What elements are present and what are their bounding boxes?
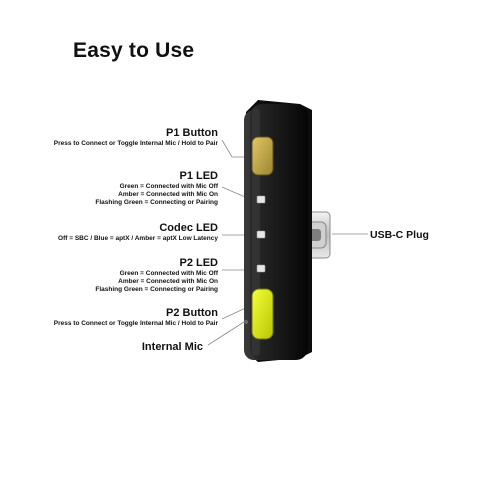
p1-led-line: Amber = Connected with Mic On — [118, 191, 218, 198]
p1-led-label: P1 LED Green = Connected with Mic Off Am… — [95, 170, 218, 207]
p2-led-label: P2 LED Green = Connected with Mic Off Am… — [95, 257, 218, 294]
p1-led — [256, 195, 266, 204]
p2-led — [256, 264, 266, 273]
p1-led-line: Flashing Green = Connecting or Pairing — [95, 199, 218, 206]
internal-mic-label: Internal Mic — [142, 341, 203, 354]
p1-button-heading: P1 Button — [166, 127, 218, 139]
codec-led-heading: Codec LED — [159, 222, 218, 234]
p1-button-desc: Press to Connect or Toggle Internal Mic … — [53, 140, 218, 147]
p1-button[interactable] — [251, 136, 274, 176]
usbc-plug-label: USB-C Plug — [370, 229, 429, 241]
p2-button-label: P2 Button Press to Connect or Toggle Int… — [54, 307, 218, 328]
page-title: Easy to Use — [73, 39, 195, 62]
codec-led-desc: Off = SBC / Blue = aptX / Amber = aptX L… — [58, 235, 218, 242]
p2-button-desc: Press to Connect or Toggle Internal Mic … — [53, 320, 218, 327]
p1-led-line: Green = Connected with Mic Off — [119, 183, 218, 190]
p2-led-heading: P2 LED — [179, 257, 218, 269]
codec-led-label: Codec LED Off = SBC / Blue = aptX / Ambe… — [58, 222, 218, 243]
codec-led — [256, 230, 266, 239]
p2-button-heading: P2 Button — [166, 307, 218, 319]
p2-led-line: Green = Connected with Mic Off — [119, 270, 218, 277]
p2-led-line: Amber = Connected with Mic On — [118, 278, 218, 285]
p1-button-label: P1 Button Press to Connect or Toggle Int… — [54, 127, 218, 148]
p2-led-line: Flashing Green = Connecting or Pairing — [95, 286, 218, 293]
p2-button[interactable] — [251, 288, 274, 340]
p1-led-heading: P1 LED — [179, 170, 218, 182]
internal-mic — [243, 319, 249, 325]
internal-mic-heading: Internal Mic — [141, 341, 203, 353]
